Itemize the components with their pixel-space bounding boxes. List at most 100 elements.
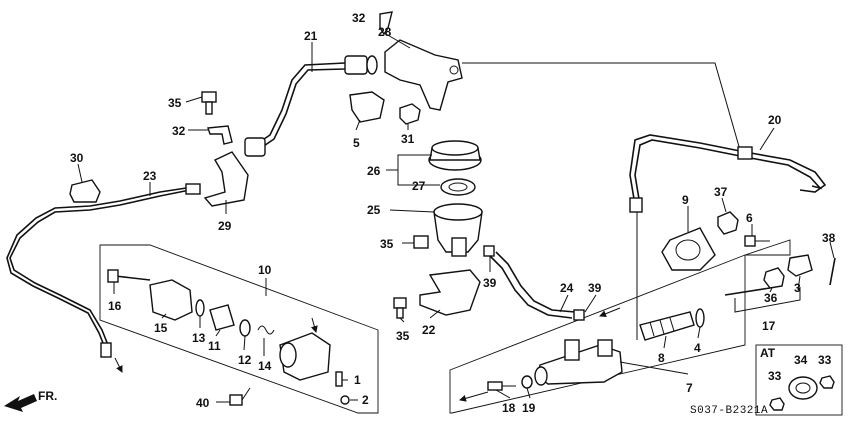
front-direction-arrow [4, 394, 37, 412]
leader-3 [797, 275, 801, 291]
leader-20 [759, 127, 775, 151]
leader-27 [397, 170, 440, 186]
callout-28: 28 [378, 25, 392, 39]
callout-14: 14 [258, 359, 272, 373]
pipe-23-fitting [185, 183, 201, 195]
leader-18 [495, 389, 511, 399]
spring-14 [257, 325, 275, 335]
piston-8-rib-c [669, 317, 675, 332]
master-cylinder-7-port-b [597, 339, 613, 357]
callout-32-top: 32 [352, 11, 366, 25]
master-cylinder-7-port [564, 339, 580, 361]
bracket-22 [419, 269, 481, 316]
pipe-20-double [634, 139, 823, 206]
reservoir-25-top [433, 203, 483, 221]
bolt-40 [229, 394, 243, 406]
callout-25: 25 [367, 203, 381, 217]
clip-30 [69, 179, 101, 203]
callout-31: 31 [401, 132, 415, 146]
callout-23: 23 [143, 169, 157, 183]
seal-34-inner [795, 382, 811, 394]
callout-40: 40 [196, 396, 210, 410]
callout-18: 18 [502, 401, 516, 415]
master-cylinder-7-end [534, 366, 548, 386]
leader-35-upper [185, 96, 203, 103]
callout-35-mid: 35 [380, 237, 394, 251]
callout-4: 4 [694, 341, 701, 355]
hose-24-double [495, 251, 576, 313]
piston-8-rib-a [649, 321, 655, 337]
pushrod-16 [114, 275, 151, 281]
bleeder-1 [335, 371, 343, 387]
leader-26 [386, 154, 432, 171]
leader-12 [243, 335, 246, 351]
hose-21-fitting-a [244, 137, 266, 157]
seal-27 [440, 178, 476, 196]
clip-32-left [207, 125, 233, 145]
callout-3: 3 [794, 281, 801, 295]
hose-21 [254, 61, 361, 146]
drawing-code: S037-B2321A [690, 405, 768, 417]
leader-8 [663, 335, 667, 349]
leader-38 [829, 241, 835, 259]
pipe-23-end-fitting [100, 342, 112, 358]
boot-15 [149, 279, 193, 321]
cap-2 [340, 395, 350, 405]
right-group-outline [449, 239, 791, 414]
block-3 [787, 254, 813, 277]
pipe-23-arrow [114, 357, 123, 373]
pipe-20-fitting-a [629, 197, 643, 213]
leader-37 [721, 197, 727, 213]
cup-12 [239, 319, 251, 337]
callout-33b: 33 [818, 353, 832, 367]
callout-12: 12 [238, 353, 252, 367]
piston-11 [209, 304, 235, 331]
hose-21-fitting-b [344, 55, 368, 75]
seal-34 [788, 376, 818, 400]
at-label: AT [760, 346, 776, 360]
ring-13 [195, 299, 205, 317]
slave-cylinder-bore [279, 342, 297, 368]
callout-10: 10 [258, 263, 272, 277]
callout-27: 27 [412, 179, 426, 193]
callout-22: 22 [422, 323, 436, 337]
callout-34: 34 [794, 353, 808, 367]
bolt-35-mid [413, 235, 429, 249]
nut-33-b [819, 375, 835, 389]
callout-21: 21 [304, 29, 318, 43]
callout-6: 6 [746, 211, 753, 225]
leader-24 [559, 294, 569, 313]
bracket-28-hole [449, 65, 459, 75]
bolt-35-upper [201, 91, 217, 103]
slave-arrow [310, 317, 318, 333]
bolt-35-upper-shank [205, 101, 213, 115]
leader-4 [697, 326, 701, 339]
callout-33a: 33 [768, 369, 782, 383]
leader-15 [161, 313, 167, 319]
pin-38 [829, 257, 836, 286]
callout-30: 30 [70, 151, 84, 165]
callout-11: 11 [208, 339, 221, 353]
hose-21-double [257, 67, 361, 151]
leader-35-lower [399, 317, 405, 323]
nut-36 [763, 267, 785, 289]
callout-20: 20 [768, 113, 782, 127]
callout-7: 7 [686, 381, 693, 395]
callout-39b: 39 [588, 281, 602, 295]
clip-32-top [379, 11, 393, 36]
callout-17: 17 [762, 319, 776, 333]
piston-8-rib-b [659, 319, 665, 335]
callout-24: 24 [560, 281, 574, 295]
leader-17 [734, 287, 801, 313]
bolt-35-lower [393, 297, 407, 309]
callout-29: 29 [218, 219, 232, 233]
bracket-29 [203, 151, 249, 207]
callout-37: 37 [714, 185, 728, 199]
bolt-35-lower-shank [396, 307, 404, 319]
arrow-39 [599, 307, 621, 318]
clamp-39-b [573, 309, 585, 321]
leader-36 [769, 287, 773, 293]
reservoir-25-outlet [451, 237, 467, 257]
hose-21-flare [366, 55, 378, 75]
